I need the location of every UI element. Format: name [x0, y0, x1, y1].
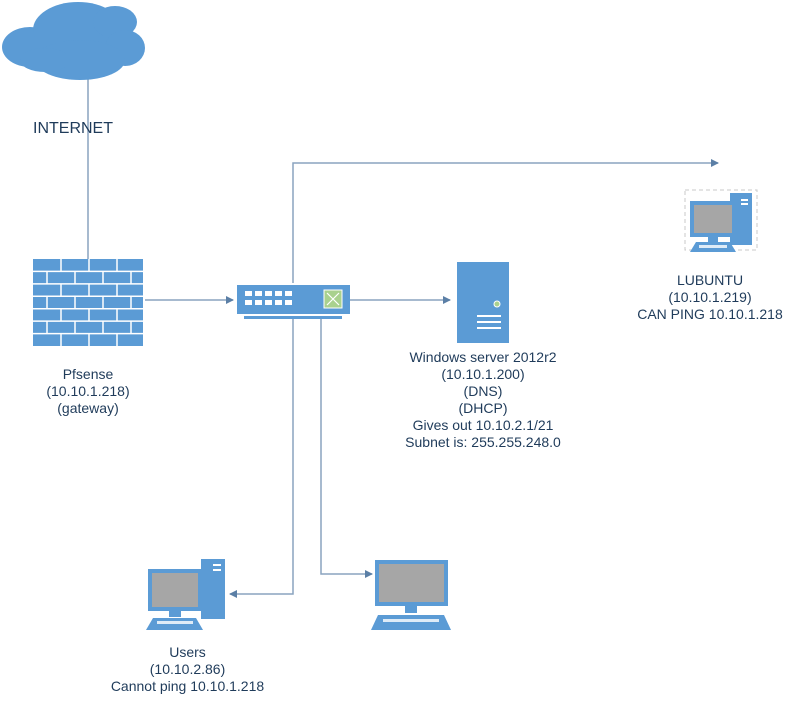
firewall-icon — [33, 259, 143, 346]
lubuntu-ip: (10.10.1.219) — [668, 289, 752, 305]
pfsense-ip: (10.10.1.218) — [46, 383, 130, 399]
server-icon — [457, 262, 509, 343]
connector-switch-users — [229, 318, 294, 598]
switch-port-icon — [285, 300, 292, 305]
switch-port-icon — [275, 291, 282, 296]
workstation-icon-lubuntu — [684, 189, 758, 252]
server-name: Windows server 2012r2 — [409, 349, 557, 365]
server-dhcp: (DHCP) — [458, 400, 508, 416]
server-ip: (10.10.1.200) — [441, 366, 525, 382]
cloud-icon — [2, 2, 145, 80]
connectors — [87, 78, 719, 598]
users-ip: (10.10.2.86) — [149, 661, 226, 677]
server-label: Windows server 2012r2 (10.10.1.200) (DNS… — [383, 349, 583, 451]
internet-label: INTERNET — [33, 120, 113, 137]
switch-port-icon — [255, 291, 262, 296]
pfsense-name: Pfsense — [62, 366, 114, 382]
users-label: Users (10.10.2.86) Cannot ping 10.10.1.2… — [100, 644, 275, 695]
lubuntu-status: CAN PING 10.10.1.218 — [637, 306, 783, 322]
workstation-icon-users — [146, 559, 225, 630]
switch-port-icon — [265, 300, 272, 305]
switch-port-icon — [265, 291, 272, 296]
pfsense-role: (gateway) — [57, 400, 119, 416]
monitor-icon — [371, 560, 451, 630]
switch-port-icon — [255, 300, 262, 305]
switch-port-icon — [285, 291, 292, 296]
network-switch-icon — [237, 285, 350, 319]
server-dns: (DNS) — [463, 383, 503, 399]
lubuntu-label: LUBUNTU (10.10.1.219) CAN PING 10.10.1.2… — [630, 272, 790, 323]
users-name: Users — [169, 644, 206, 660]
switch-port-icon — [245, 300, 252, 305]
users-status: Cannot ping 10.10.1.218 — [110, 678, 265, 694]
switch-port-icon — [275, 300, 282, 305]
server-subnet: Subnet is: 255.255.248.0 — [405, 434, 561, 450]
connector-switch-lubuntu — [292, 159, 719, 283]
server-dhcp-range: Gives out 10.10.2.1/21 — [412, 417, 554, 433]
switch-port-icon — [245, 291, 252, 296]
pfsense-label: Pfsense (10.10.1.218) (gateway) — [28, 366, 148, 417]
lubuntu-name: LUBUNTU — [676, 272, 744, 288]
connector-switch-client — [320, 318, 373, 578]
